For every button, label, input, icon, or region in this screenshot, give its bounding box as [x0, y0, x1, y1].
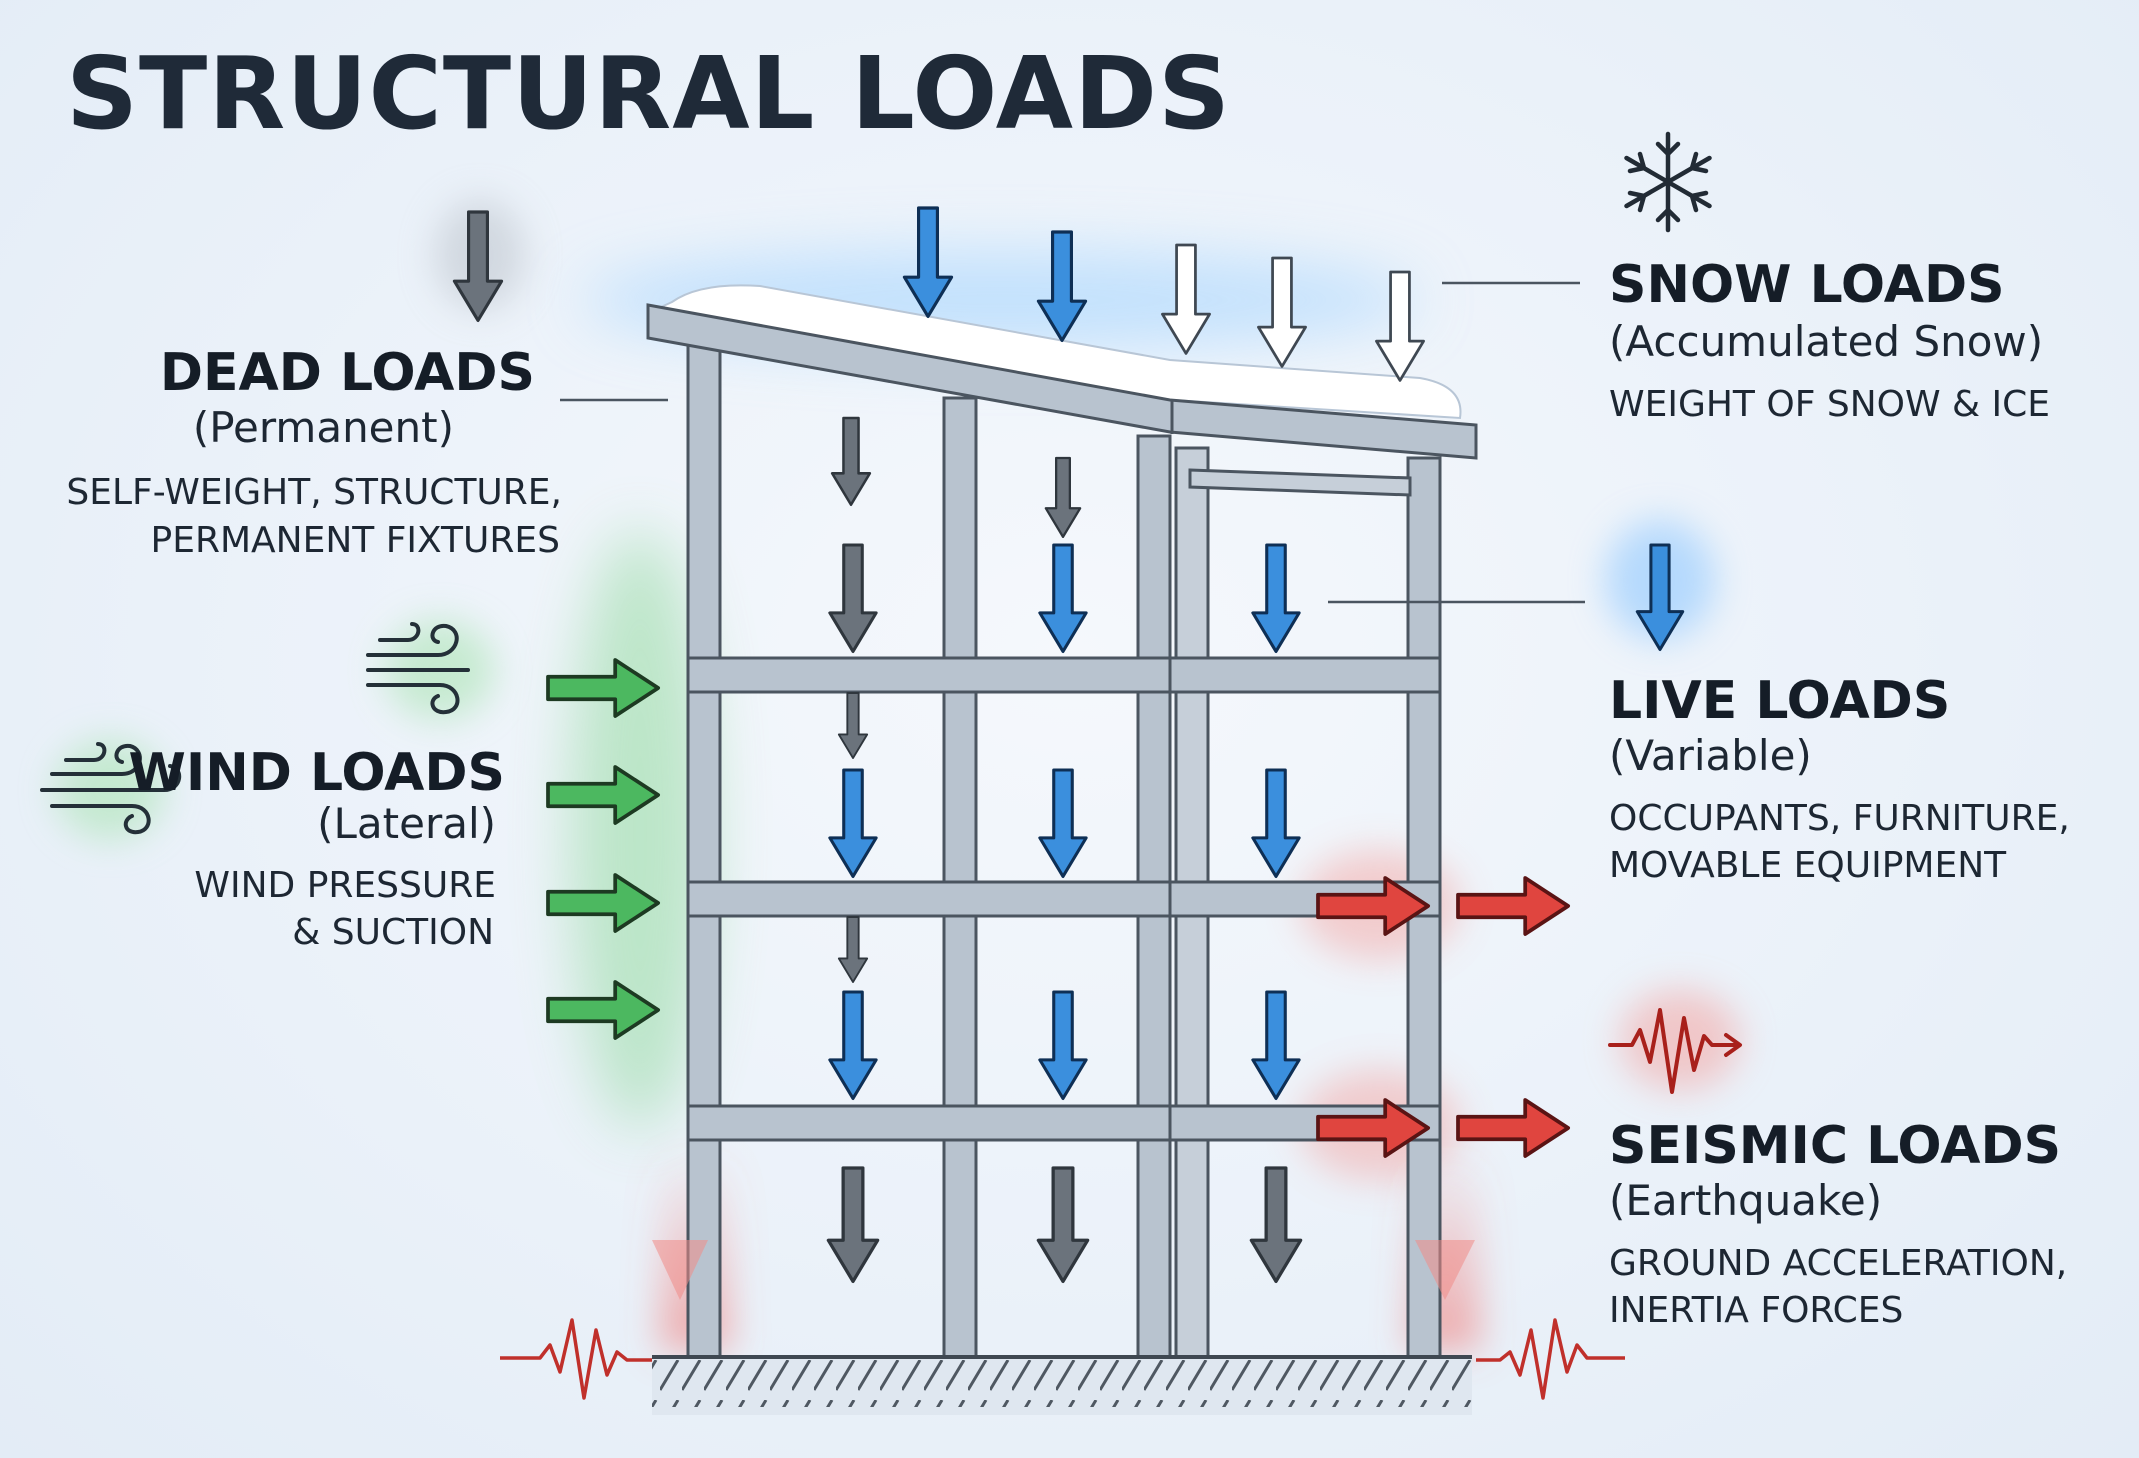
- dead-loads-heading: DEAD LOADS: [160, 343, 535, 403]
- seismic-load-arrow: [1456, 1098, 1571, 1158]
- seismic-loads-heading: SEISMIC LOADS: [1609, 1116, 2061, 1176]
- dead-load-arrow: [836, 915, 870, 984]
- wind-icon: [40, 742, 181, 835]
- seismic-load-arrow: [1456, 876, 1571, 936]
- ground-wave-right: [1476, 1318, 1625, 1400]
- wind-loads-desc-1: WIND PRESSURE: [194, 865, 496, 906]
- ground-wave-left: [500, 1318, 652, 1400]
- live-loads-desc-1: OCCUPANTS, FURNITURE,: [1609, 798, 2070, 839]
- snow-loads-label: SNOW LOADS (Accumulated Snow) WEIGHT OF …: [1609, 255, 2050, 425]
- dead-load-arrow: [826, 1166, 880, 1284]
- dead-loads-subtitle: (Permanent): [193, 403, 454, 452]
- seismic-loads-desc-1: GROUND ACCELERATION,: [1609, 1243, 2067, 1284]
- dead-load-arrow: [1036, 1166, 1090, 1284]
- wind-icon: [366, 622, 470, 715]
- column: [686, 343, 722, 1359]
- wind-loads-heading: WIND LOADS: [129, 743, 505, 803]
- seismic-reaction-arrows: [652, 1240, 1475, 1300]
- live-loads-label: LIVE LOADS (Variable) OCCUPANTS, FURNITU…: [1609, 671, 2070, 886]
- snowflake-icon: [1624, 131, 1712, 233]
- wind-loads-desc-2: & SUCTION: [292, 912, 494, 953]
- seismic-loads-label: SEISMIC LOADS (Earthquake) GROUND ACCELE…: [1609, 1116, 2067, 1331]
- dead-loads-desc-1: SELF-WEIGHT, STRUCTURE,: [66, 472, 562, 513]
- live-load-arrow: [1037, 768, 1089, 879]
- seismic-loads-desc-2: INERTIA FORCES: [1609, 1290, 1903, 1331]
- live-load-arrow: [827, 768, 879, 879]
- seismic-loads-subtitle: (Earthquake): [1609, 1176, 1882, 1225]
- ground: [652, 1355, 1472, 1407]
- dead-load-arrow: [830, 416, 872, 507]
- snow-layer: [646, 284, 1462, 420]
- dead-load-arrow: [836, 691, 870, 760]
- live-loads-desc-2: MOVABLE EQUIPMENT: [1609, 845, 2007, 886]
- floor-beam: [686, 1104, 1442, 1142]
- live-load-arrow: [1037, 990, 1089, 1101]
- seismograph-icon: [1608, 1008, 1742, 1094]
- live-loads-heading: LIVE LOADS: [1609, 671, 1950, 731]
- floor-beam: [686, 880, 1442, 918]
- roof-slab: [646, 303, 1478, 460]
- dead-load-arrow: [827, 543, 879, 654]
- page-title: STRUCTURAL LOADS: [66, 35, 1231, 152]
- dead-load-arrow: [1249, 1166, 1303, 1284]
- beam: [1188, 468, 1412, 497]
- live-load-arrow: [1250, 990, 1302, 1101]
- snow-loads-subtitle: (Accumulated Snow): [1609, 317, 2043, 366]
- wind-loads-label: WIND LOADS (Lateral) WIND PRESSURE & SUC…: [129, 743, 505, 953]
- dead-loads-label: DEAD LOADS (Permanent) SELF-WEIGHT, STRU…: [66, 343, 562, 561]
- live-load-arrow: [1250, 543, 1302, 654]
- snow-loads-desc-1: WEIGHT OF SNOW & ICE: [1609, 384, 2050, 425]
- dead-loads-desc-2: PERMANENT FIXTURES: [151, 520, 561, 561]
- column: [942, 396, 978, 1359]
- snow-loads-heading: SNOW LOADS: [1609, 255, 2005, 315]
- leader-lines: [560, 281, 1585, 604]
- live-load-arrow: [1250, 768, 1302, 879]
- live-loads-subtitle: (Variable): [1609, 731, 1812, 780]
- floor-beam: [686, 656, 1442, 694]
- dead-load-arrow: [1043, 456, 1083, 539]
- live-load-arrow: [1037, 543, 1089, 654]
- live-load-arrow: [827, 990, 879, 1101]
- wind-loads-subtitle: (Lateral): [317, 799, 496, 848]
